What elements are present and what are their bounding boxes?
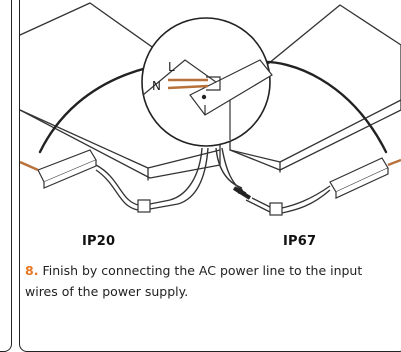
ip20-label: IP20 [82, 234, 116, 249]
live-wire-label: L [168, 60, 175, 74]
ip67-label: IP67 [283, 234, 317, 249]
right-cable-arc [258, 60, 388, 154]
wiring-illustration: L N [20, 2, 401, 216]
step-number: 8. [25, 263, 39, 278]
ip67-driver [232, 157, 401, 216]
zoom-detail: L N [141, 17, 273, 147]
right-panel [229, 4, 401, 173]
previous-panel-edge [0, 0, 12, 352]
step-instruction: 8. Finish by connecting the AC power lin… [25, 260, 385, 302]
step-text: Finish by connecting the AC power line t… [25, 263, 363, 299]
ip20-driver [20, 149, 179, 213]
neutral-wire-label: N [152, 79, 161, 93]
